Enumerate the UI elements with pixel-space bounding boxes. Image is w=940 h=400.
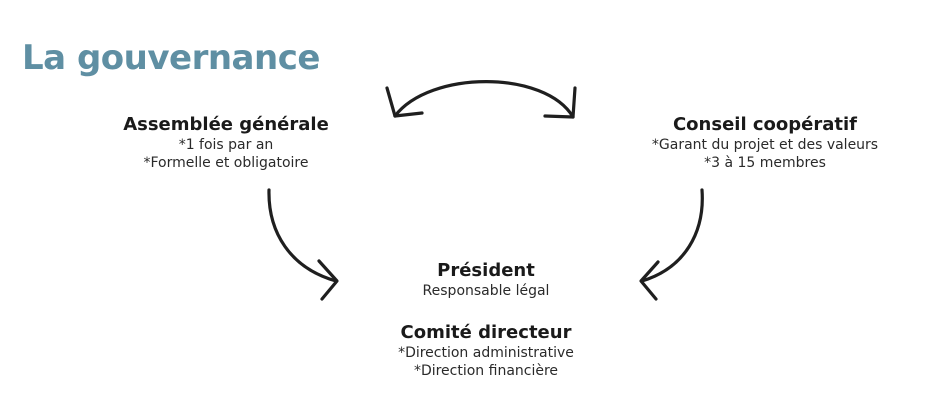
node-detail: *Direction administrative [398,345,574,361]
node-president: Président Responsable légal [384,260,588,300]
left-arrowhead [317,259,339,301]
node-detail: *Garant du projet et des valeurs [651,137,879,153]
right-arrowhead [639,260,660,301]
node-detail: *3 à 15 membres [704,155,826,171]
page-title: La gouvernance [22,38,320,78]
left-curve [267,188,338,283]
arrowhead-right [543,86,577,119]
node-detail: Responsable légal [422,283,550,299]
node-detail: *Formelle et obligatoire [143,155,309,171]
right-curve [640,188,704,283]
node-detail: *Direction financière [413,363,559,379]
double-arrow-icon [385,80,577,119]
node-title: Conseil coopératif [672,114,858,135]
curved-arrow-left-icon [267,188,339,301]
node-assemblee-generale: Assemblée générale *1 fois par an *Forme… [100,114,352,172]
arrowhead-left [385,86,424,118]
node-title: Assemblée générale [123,114,329,135]
node-conseil-cooperatif: Conseil coopératif *Garant du projet et … [618,114,912,172]
node-title: Comité directeur [400,322,572,343]
node-detail: *1 fois par an [178,137,274,153]
node-comite-directeur: Comité directeur *Direction administrati… [370,322,602,380]
top-arc [393,80,575,119]
node-title: Président [437,260,535,281]
curved-arrow-right-icon [639,188,704,301]
